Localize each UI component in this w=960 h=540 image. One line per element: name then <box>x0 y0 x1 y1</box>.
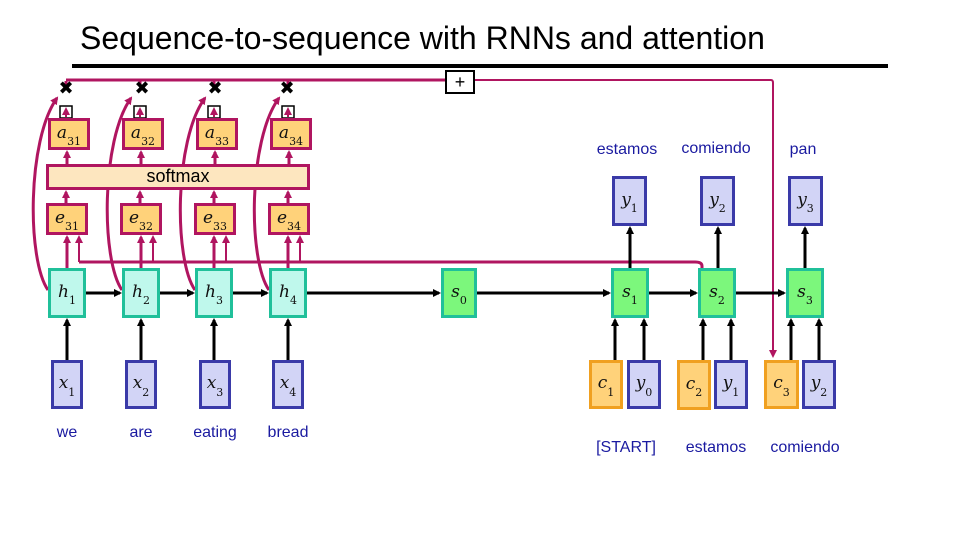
encoder-hidden-state: h2 <box>122 268 160 318</box>
context-vector: c1 <box>589 360 623 409</box>
encoder-hidden-label: h2 <box>132 281 150 308</box>
decoder-output: y2 <box>700 176 735 226</box>
source-word: we <box>56 424 78 441</box>
previous-output-label: y0 <box>635 373 653 399</box>
sum-node: + <box>445 70 475 94</box>
encoder-input: x3 <box>199 360 231 409</box>
decoder-input-word: comiendo <box>770 439 840 456</box>
softmax-label: softmax <box>146 166 210 186</box>
context-vector-label: c1 <box>597 373 615 399</box>
context-vector: c3 <box>764 360 799 409</box>
encoder-hidden-state: h4 <box>269 268 307 318</box>
multiply-icon: ✖ <box>279 78 295 99</box>
context-vector: c2 <box>677 360 711 410</box>
attention-weight-box: a33 <box>196 118 238 150</box>
decoder-state: s1 <box>611 268 649 318</box>
attention-weight-label: a31 <box>56 122 82 149</box>
attention-weight-label: a32 <box>130 122 156 149</box>
encoder-input-label: x2 <box>132 373 150 399</box>
previous-output-label: y1 <box>722 373 740 399</box>
decoder-state-label: s2 <box>709 281 725 308</box>
decoder-output: y1 <box>612 176 647 226</box>
decoder-output: y3 <box>788 176 823 226</box>
context-vector-label: c3 <box>773 373 790 399</box>
attention-weight-box: a32 <box>122 118 164 150</box>
encoder-input-label: x4 <box>279 373 297 399</box>
source-word: are <box>129 424 153 441</box>
source-word: bread <box>267 424 309 441</box>
previous-output: y0 <box>627 360 661 409</box>
encoder-hidden-label: h1 <box>58 281 76 308</box>
context-vector-label: c2 <box>685 373 703 400</box>
alignment-score-box: e31 <box>46 203 88 235</box>
decoder-state: s3 <box>786 268 824 318</box>
decoder-output-label: y3 <box>797 189 814 216</box>
multiply-icon: ✖ <box>58 78 74 99</box>
attention-weight-label: a34 <box>278 122 304 149</box>
alignment-score-box: e34 <box>268 203 310 235</box>
decoder-state-label: s1 <box>622 281 638 308</box>
encoder-hidden-label: h3 <box>205 281 223 308</box>
attention-weight-box: a34 <box>270 118 312 150</box>
previous-output: y1 <box>714 360 748 409</box>
plus-icon: + <box>454 72 466 92</box>
decoder-input-word: [START] <box>596 439 656 456</box>
encoder-input: x1 <box>51 360 83 409</box>
softmax-layer: softmax <box>46 164 310 190</box>
encoder-input: x4 <box>272 360 304 409</box>
decoder-state-feed-wire <box>79 260 704 270</box>
multiply-icon: ✖ <box>207 78 223 99</box>
attention-weight-box: a31 <box>48 118 90 150</box>
alignment-score-label: e34 <box>276 207 302 234</box>
encoder-input-label: x3 <box>206 373 224 399</box>
target-word: comiendo <box>681 140 751 157</box>
hidden-to-multiplier-curve <box>252 96 281 291</box>
previous-output: y2 <box>802 360 836 409</box>
alignment-score-label: e33 <box>202 207 228 234</box>
encoder-hidden-label: h4 <box>279 281 297 308</box>
decoder-output-label: y2 <box>709 189 726 216</box>
slide-title: Sequence-to-sequence with RNNs and atten… <box>80 20 765 56</box>
decoder-output-label: y1 <box>621 189 638 216</box>
title-underline <box>72 64 888 68</box>
alignment-score-label: e31 <box>54 207 80 234</box>
alignment-score-box: e33 <box>194 203 236 235</box>
decoder-input-word: estamos <box>685 439 747 456</box>
encoder-hidden-state: h1 <box>48 268 86 318</box>
decoder-state-label: s3 <box>797 281 813 308</box>
previous-output-label: y2 <box>810 373 828 399</box>
context-feed-wire <box>475 79 777 358</box>
hidden-to-multiplier-curve <box>178 96 207 291</box>
hidden-to-multiplier-curve <box>105 96 133 291</box>
source-word: eating <box>193 424 237 441</box>
encoder-input-label: x1 <box>58 373 76 399</box>
encoder-hidden-state: h3 <box>195 268 233 318</box>
multiply-icon: ✖ <box>134 78 150 99</box>
alignment-score-box: e32 <box>120 203 162 235</box>
target-word: pan <box>789 141 817 158</box>
target-word: estamos <box>596 141 658 158</box>
decoder-initial-label: s0 <box>451 281 467 308</box>
alignment-score-label: e32 <box>128 207 154 234</box>
encoder-input: x2 <box>125 360 157 409</box>
decoder-initial-state: s0 <box>441 268 477 318</box>
hidden-to-multiplier-curve <box>31 96 59 291</box>
attention-weight-label: a33 <box>204 122 230 149</box>
decoder-state: s2 <box>698 268 736 318</box>
